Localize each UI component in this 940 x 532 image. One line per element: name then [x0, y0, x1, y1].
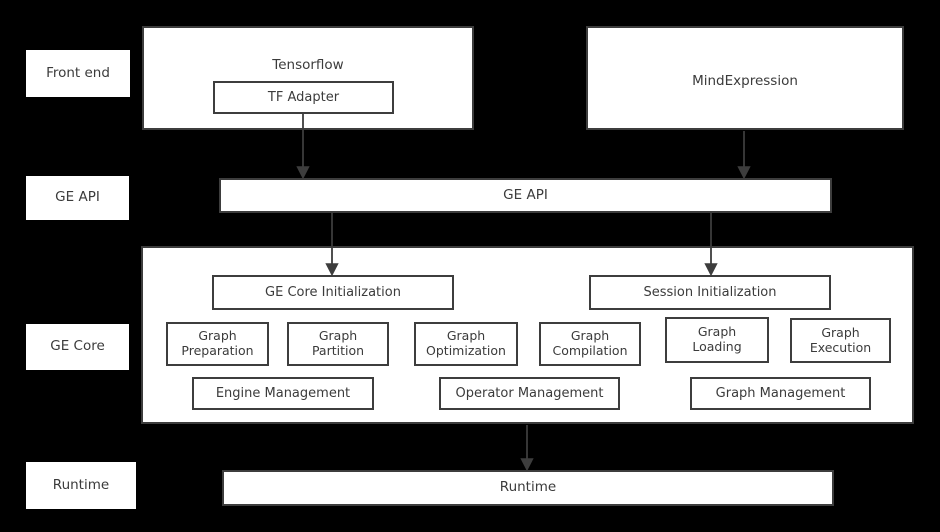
operator-management-box[interactable]: Operator Management — [439, 377, 620, 410]
ge-core-initialization-box[interactable]: GE Core Initialization — [212, 275, 454, 310]
graph-execution-line1: Graph — [821, 324, 860, 340]
mindexpression-title: MindExpression — [692, 73, 798, 89]
tf-adapter-box[interactable]: TF Adapter — [213, 81, 394, 114]
graph-execution-line2: Execution — [809, 339, 872, 355]
layer-label-front-end: Front end — [26, 50, 130, 97]
graph-partition-line2: Partition — [311, 343, 365, 358]
graph-optimization-line2: Optimization — [426, 343, 506, 358]
graph-loading-box[interactable]: Graph Loading — [665, 317, 769, 363]
graph-partition-line1: Graph — [318, 328, 358, 344]
graph-preparation-box[interactable]: Graph Preparation — [166, 322, 269, 366]
runtime-bar[interactable]: Runtime — [222, 470, 834, 506]
graph-compilation-box[interactable]: Graph Compilation — [539, 322, 641, 366]
graph-management-box[interactable]: Graph Management — [690, 377, 871, 410]
graph-preparation-line2: Preparation — [181, 343, 254, 358]
mindexpression-frame: MindExpression — [586, 26, 904, 130]
graph-optimization-line1: Graph — [446, 328, 486, 344]
session-initialization-box[interactable]: Session Initialization — [589, 275, 831, 310]
graph-loading-line1: Graph — [697, 324, 737, 340]
graph-loading-line2: Loading — [692, 339, 742, 354]
graph-preparation-line1: Graph — [198, 328, 237, 344]
graph-execution-box[interactable]: Graph Execution — [790, 318, 891, 363]
graph-compilation-line2: Compilation — [552, 343, 628, 358]
graph-partition-box[interactable]: Graph Partition — [287, 322, 389, 366]
tensorflow-title: Tensorflow — [272, 57, 344, 73]
graph-optimization-box[interactable]: Graph Optimization — [414, 322, 518, 366]
tensorflow-frame: Tensorflow — [142, 26, 474, 130]
graph-compilation-line1: Graph — [570, 328, 610, 344]
ge-api-bar[interactable]: GE API — [219, 178, 832, 213]
layer-label-ge-core: GE Core — [26, 324, 129, 370]
layer-label-runtime: Runtime — [26, 462, 136, 509]
layer-label-ge-api: GE API — [26, 176, 129, 220]
engine-management-box[interactable]: Engine Management — [192, 377, 374, 410]
